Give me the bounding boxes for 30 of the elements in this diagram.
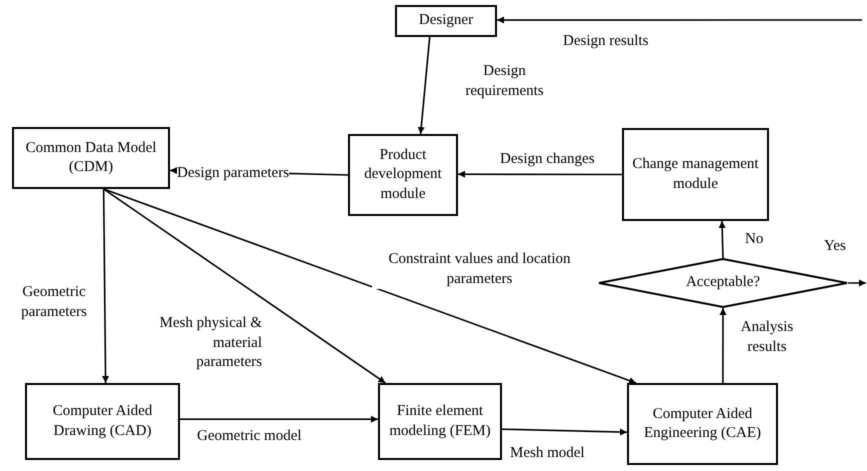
- arrow: [720, 308, 726, 383]
- arrow: [497, 16, 862, 24]
- process-box: [12, 127, 170, 189]
- node-label: Computer Aided Engineering (CAE): [642, 404, 762, 443]
- process-box: [378, 383, 502, 460]
- process-box: [348, 134, 458, 216]
- edge-label: Design results: [563, 32, 648, 52]
- process-box: [627, 383, 778, 465]
- node-label: Designer: [418, 11, 474, 30]
- process-box: [395, 5, 497, 37]
- arrow: [102, 189, 110, 383]
- process-box: [622, 128, 769, 221]
- node-label: Change management module: [631, 155, 760, 194]
- arrow: [418, 36, 430, 134]
- edge-label: Design changes: [500, 150, 595, 170]
- arrow: [502, 428, 628, 436]
- process-box: [25, 383, 180, 460]
- node-label: Common Data Model (CDM): [24, 138, 158, 177]
- edge-label: Design parameters: [177, 164, 290, 184]
- node-label: Product development module: [363, 146, 443, 204]
- arrow: [180, 416, 378, 423]
- arrow: [103, 188, 636, 384]
- decision-diamond: [598, 258, 848, 308]
- arrow: [458, 170, 622, 178]
- arrow: [848, 280, 866, 286]
- arrow: [718, 220, 726, 258]
- node-label: Computer Aided Drawing (CAD): [52, 402, 154, 440]
- node-label: Acceptable?: [686, 273, 760, 292]
- arrow: [103, 188, 386, 384]
- node-label: Finite element modeling (FEM): [388, 402, 492, 440]
